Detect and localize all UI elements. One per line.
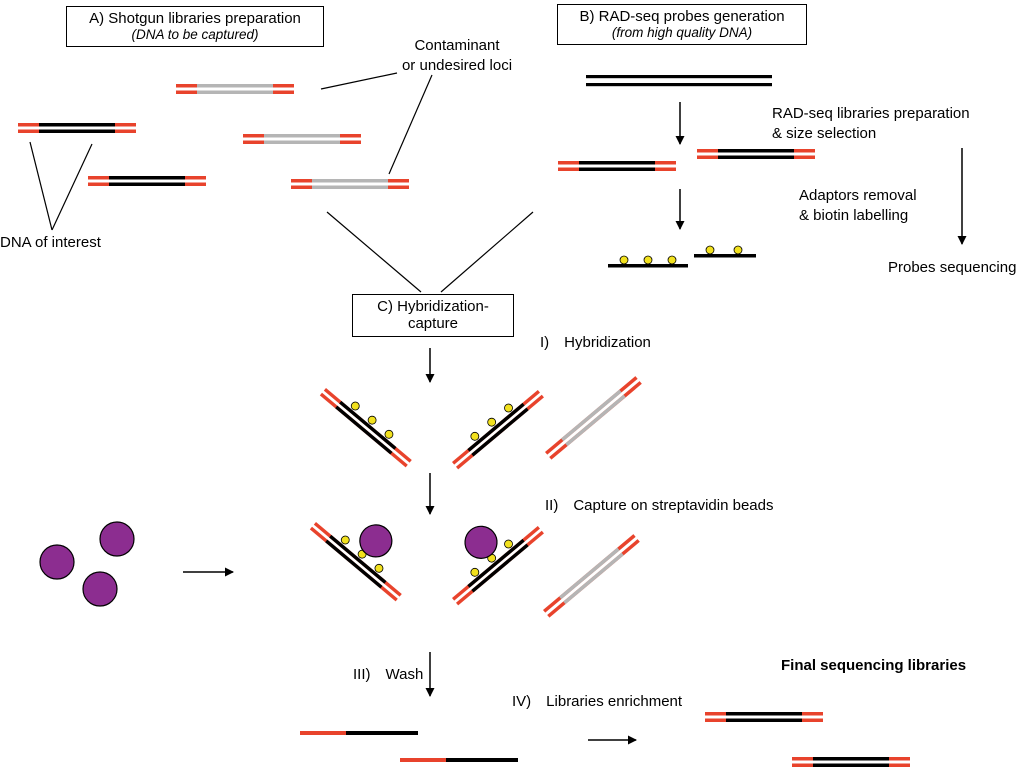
dna-of-interest-pointer-line-1	[29, 141, 53, 231]
box-a: A) Shotgun libraries preparation (DNA to…	[66, 6, 324, 47]
step-2-capture: II) Capture on streptavidin beads	[545, 497, 773, 514]
box-c: C) Hybridization- capture	[352, 294, 514, 337]
adaptors-removal-label: Adaptors removal & biotin labelling	[799, 187, 917, 224]
step-4-enrichment: IV) Libraries enrichment	[512, 693, 682, 710]
contaminant-pointer-line-2	[388, 74, 433, 175]
washed-fragment-1	[300, 731, 418, 735]
biotin-probe-1	[607, 255, 689, 268]
box-c-title-line2: capture	[407, 315, 459, 332]
high-quality-dna-strand-1	[586, 75, 772, 79]
final-library-2	[792, 757, 910, 767]
step-4-number: IV)	[512, 693, 532, 710]
capture-complex-1	[310, 491, 428, 601]
contaminant-pointer-line-1	[320, 72, 398, 90]
contaminant-fragment-2	[243, 134, 361, 144]
hybrid-complex-2	[445, 382, 545, 470]
unbound-contaminant-1	[545, 376, 642, 460]
contaminant-fragment-1	[176, 84, 294, 94]
contaminant-label: Contaminant or undesired loci	[401, 37, 513, 74]
radseq-fragment-2	[697, 149, 815, 159]
converge-line-left	[326, 211, 422, 293]
hybrid-complex-1	[319, 380, 418, 468]
step-4-label: Libraries enrichment	[546, 693, 683, 710]
step-3-number: III)	[353, 666, 371, 683]
radseq-prep-label: RAD-seq libraries preparation & size sel…	[772, 105, 970, 142]
dna-of-interest-label: DNA of interest	[0, 234, 101, 251]
streptavidin-bead-2	[99, 521, 135, 557]
high-quality-dna-strand-2	[586, 83, 772, 87]
box-b: B) RAD-seq probes generation (from high …	[557, 4, 807, 45]
box-b-subtitle: (from high quality DNA)	[611, 25, 753, 40]
target-fragment-1	[18, 123, 136, 133]
dna-of-interest-pointer-line-2	[51, 143, 93, 231]
step-3-label: Wash	[385, 666, 424, 683]
converge-line-right	[440, 211, 534, 293]
final-library-1	[705, 712, 823, 722]
probes-sequencing-label: Probes sequencing	[888, 259, 1017, 276]
box-a-subtitle: (DNA to be captured)	[131, 27, 259, 42]
capture-complex-2	[426, 495, 544, 605]
target-fragment-2	[88, 176, 206, 186]
final-libraries-heading: Final sequencing libraries	[781, 657, 967, 674]
biotin-probe-2	[693, 245, 757, 258]
box-a-title: A) Shotgun libraries preparation	[89, 10, 301, 27]
box-c-title-line1: C) Hybridization-	[377, 298, 489, 315]
step-2-number: II)	[545, 497, 559, 514]
contaminant-fragment-3	[291, 179, 409, 189]
washed-fragment-2	[400, 758, 518, 762]
streptavidin-bead-1	[39, 544, 75, 580]
unbound-contaminant-2	[543, 534, 640, 618]
step-1-hybridization: I) Hybridization	[540, 334, 651, 351]
streptavidin-bead-3	[82, 571, 118, 607]
radseq-fragment-1	[558, 161, 676, 171]
box-b-title: B) RAD-seq probes generation	[579, 8, 785, 25]
step-3-wash: III) Wash	[353, 666, 423, 683]
step-1-label: Hybridization	[564, 334, 651, 351]
step-2-label: Capture on streptavidin beads	[573, 497, 774, 514]
step-1-number: I)	[540, 334, 550, 351]
